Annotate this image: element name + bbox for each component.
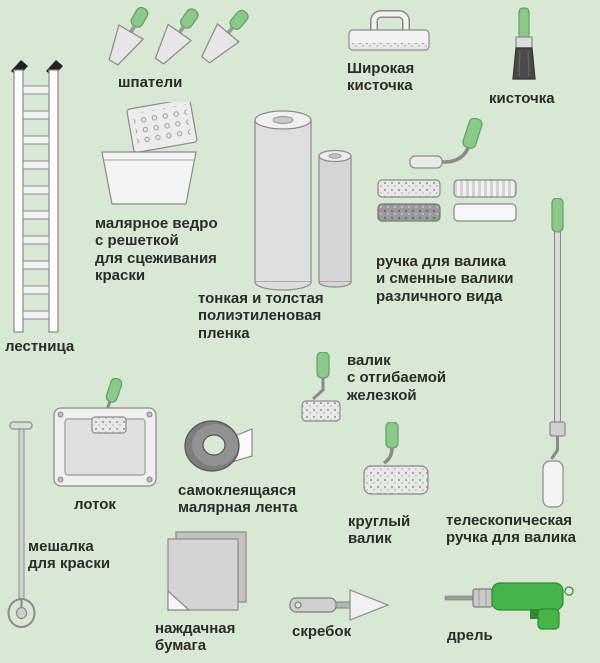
label-scraper: скребок: [292, 623, 352, 640]
label-masking-tape: самоклеящаяся малярная лента: [178, 482, 298, 517]
ladder-illustration: [8, 52, 66, 337]
brush-illustration: [506, 6, 542, 88]
label-paint-bucket: малярное ведро с решеткой для сцеживания…: [95, 215, 218, 285]
label-film-rolls: тонкая и толстая полиэтиленовая пленка: [198, 290, 324, 342]
label-round-roller: круглый валик: [348, 513, 411, 548]
scraper-illustration: [288, 586, 390, 624]
paint-bucket-illustration: [96, 98, 208, 208]
telescopic-handle-illustration: [540, 197, 576, 510]
label-drill: дрель: [447, 627, 493, 644]
label-bendable-roller: валик с отгибаемой железкой: [347, 352, 447, 404]
label-brush: кисточка: [489, 90, 555, 107]
bendable-roller-illustration: [298, 351, 344, 434]
label-sandpaper: наждачная бумага: [155, 620, 236, 655]
label-tray: лоток: [74, 496, 116, 513]
film-rolls-illustration: [253, 108, 358, 293]
masking-tape-illustration: [182, 412, 254, 480]
wide-brush-illustration: [344, 6, 434, 61]
round-roller-illustration: [348, 421, 436, 510]
label-telescopic-handle: телескопическая ручка для валика: [446, 512, 576, 547]
label-roller-handle-set: ручка для валика и сменные валики различ…: [376, 253, 514, 305]
label-ladder: лестница: [5, 338, 75, 355]
label-wide-brush: Широкая кисточка: [347, 60, 415, 95]
drill-illustration: [443, 572, 581, 630]
roller-handle-illustration: [376, 117, 526, 250]
label-trowels: шпатели: [118, 74, 183, 91]
paint-mixer-illustration: [6, 420, 38, 632]
trowels-illustration: [103, 2, 258, 74]
label-paint-mixer: мешалка для краски: [28, 538, 111, 573]
tray-illustration: [52, 377, 162, 490]
sandpaper-illustration: [158, 530, 250, 618]
